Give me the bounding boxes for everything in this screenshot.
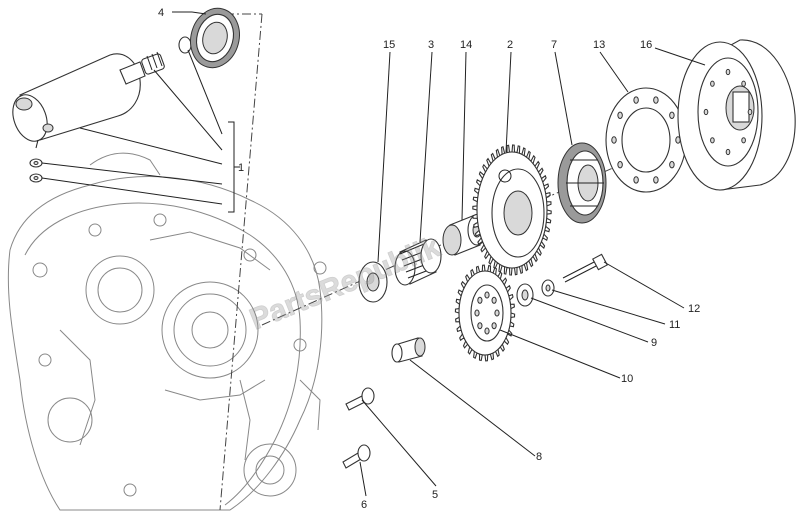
- rotor-hole: [703, 108, 709, 116]
- gear-hole: [477, 296, 483, 304]
- callout-10: 10: [621, 373, 633, 385]
- starter-gasket: [190, 7, 240, 69]
- freewheel-bolt: [562, 253, 608, 283]
- plate-hole: [669, 111, 675, 120]
- rotor-hole: [725, 148, 731, 156]
- rotor-hole: [741, 137, 746, 144]
- washer-small-a: [29, 158, 43, 168]
- intermediate-gear: [472, 144, 552, 276]
- callout-11: 11: [669, 319, 680, 331]
- freewheel-plate: [605, 87, 687, 193]
- callout-13: 13: [593, 39, 605, 51]
- plate-hole: [633, 96, 639, 104]
- idler-gear: [454, 264, 516, 362]
- watermark-text: PartsRepublik: [245, 230, 445, 336]
- gear-hole: [474, 309, 480, 317]
- needle-roller-bearing: [394, 238, 442, 286]
- plate-hole: [653, 96, 659, 104]
- idler-shaft: [391, 337, 426, 363]
- callout-12: 12: [688, 303, 700, 315]
- callout-3: 3: [428, 39, 434, 51]
- flywheel-rotor: [677, 39, 796, 191]
- rotor-hole: [741, 80, 746, 87]
- plate-hole: [633, 176, 639, 184]
- callout-1: 1: [238, 162, 244, 174]
- rotor-hole: [710, 80, 715, 87]
- starter-drive-pinion: [141, 51, 165, 75]
- callout-labels: 1 2 3 4 5 6 7 8 9 10 11 12 13 14 15 16: [158, 7, 700, 511]
- gear-hole: [484, 327, 490, 335]
- rotor-hole: [747, 108, 753, 116]
- plate-hole: [617, 111, 623, 120]
- starter-motor: [12, 53, 146, 149]
- gear-hole: [477, 322, 483, 330]
- gear-hole: [491, 296, 497, 304]
- o-ring-small: [178, 36, 192, 54]
- thrust-washer: [358, 261, 388, 303]
- rotor-hole: [710, 137, 715, 144]
- freewheel-sprag: [557, 142, 607, 224]
- callout-2: 2: [507, 39, 513, 51]
- callout-15: 15: [383, 39, 395, 51]
- bolt-lower: [342, 444, 371, 469]
- gear-hole: [494, 309, 500, 317]
- callout-14: 14: [460, 39, 472, 51]
- crankcase-half: [7, 152, 327, 511]
- callout-6: 6: [361, 499, 367, 511]
- gear-hole: [491, 322, 497, 330]
- plate-hole: [653, 176, 659, 184]
- gear-washer: [516, 283, 534, 307]
- bushing: [442, 214, 487, 256]
- gear-hole: [484, 291, 490, 299]
- callout-16: 16: [640, 39, 652, 51]
- leader-lines: [41, 11, 706, 497]
- washer-small-b: [29, 173, 43, 183]
- callout-4: 4: [158, 7, 164, 19]
- callout-5: 5: [432, 489, 438, 501]
- callout-7: 7: [551, 39, 557, 51]
- rotor-hole: [725, 68, 731, 76]
- plate-hole: [617, 161, 623, 169]
- plate-hole: [611, 136, 617, 144]
- separator-line: [219, 13, 263, 511]
- callout-9: 9: [651, 337, 657, 349]
- bolt-upper: [345, 387, 375, 411]
- spring-washer: [541, 279, 555, 297]
- plate-hole: [669, 161, 675, 169]
- callout-8: 8: [536, 451, 542, 463]
- watermark: PartsRepublik: [245, 230, 445, 337]
